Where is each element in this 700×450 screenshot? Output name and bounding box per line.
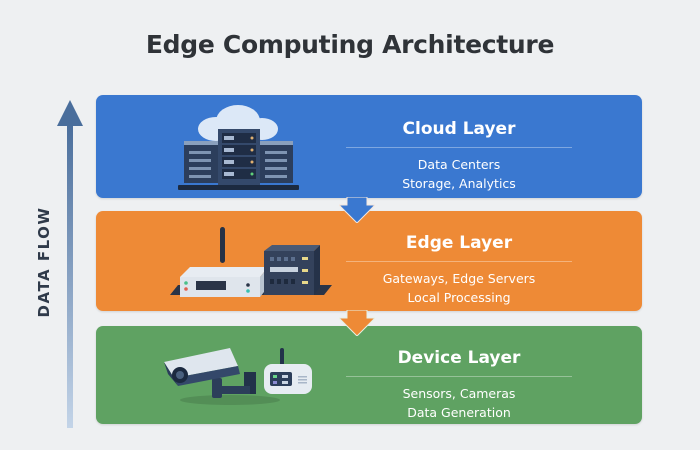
device-layer-line-1: Sensors, Cameras [402,386,516,401]
cloud-layer-title: Cloud Layer [402,119,516,139]
data-flow-label: DATA FLOW [35,206,53,318]
edge-layer-line-1: Gateways, Edge Servers [382,271,536,286]
edge-layer: Edge Layer Gateways, Edge Servers Local … [96,211,642,311]
edge-layer-title: Edge Layer [405,233,513,253]
device-layer-divider [346,376,572,377]
edge-layer-divider [346,261,572,262]
device-layer-line-2: Data Generation [407,405,511,420]
cloud-layer-divider [346,147,572,148]
arrow-down-icon [339,197,375,223]
data-flow-arrow-icon [57,100,83,428]
device-layer: Device Layer Sensors, Cameras Data Gener… [96,326,642,424]
diagram-title: Edge Computing Architecture [145,30,555,59]
cloud-layer-line-1: Data Centers [417,157,501,172]
gateway-edge-server-icon [170,227,332,297]
device-layer-title: Device Layer [397,348,521,368]
arrow-down-icon [339,310,375,336]
cloud-layer: Cloud Layer Data Centers Storage, Analyt… [96,95,642,198]
edge-layer-line-2: Local Processing [407,290,511,305]
camera-sensor-icon [164,348,312,405]
cloud-layer-line-2: Storage, Analytics [402,176,516,191]
cloud-server-rack-icon [178,105,299,190]
